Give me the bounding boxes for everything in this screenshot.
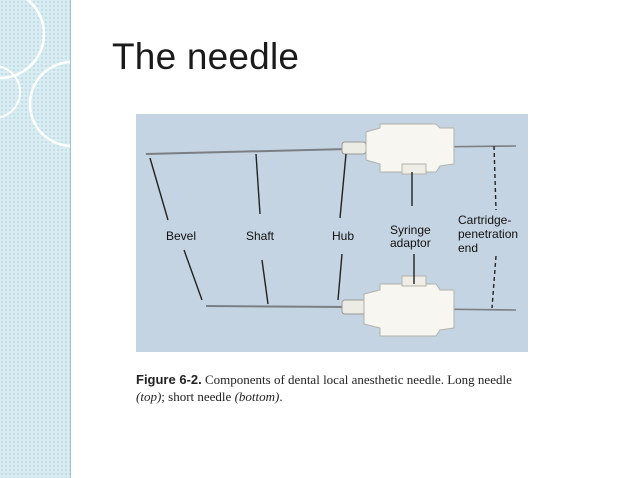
caption-top: (top) (136, 389, 162, 404)
hub-label: Hub (332, 229, 355, 243)
slide-title: The needle (112, 36, 300, 77)
needle-figure: Bevel Shaft Hub Syringe adaptor Cartridg… (136, 114, 528, 352)
caption-text-3: . (279, 389, 283, 404)
syringe-adaptor-label-line2: adaptor (390, 236, 431, 250)
syringe-adaptor-label-line1: Syringe (390, 223, 431, 237)
caption-bottom: (bottom) (234, 389, 280, 404)
cartridge-label-line2: penetration (458, 227, 519, 241)
figure-caption: Figure 6-2. Components of dental local a… (136, 371, 536, 405)
needle-illustration (145, 123, 517, 337)
bevel-label: Bevel (166, 229, 197, 243)
cartridge-label-line3: end (458, 241, 479, 255)
caption-text-1: Components of dental local anesthetic ne… (205, 372, 512, 387)
sidebar-circles-decoration (0, 0, 70, 148)
figure-number: Figure 6-2. (136, 372, 202, 387)
caption-text-2: ; short needle (161, 389, 235, 404)
decorative-sidebar (0, 0, 71, 478)
cartridge-label-line1: Cartridge- (458, 213, 512, 227)
shaft-label: Shaft (246, 229, 275, 243)
